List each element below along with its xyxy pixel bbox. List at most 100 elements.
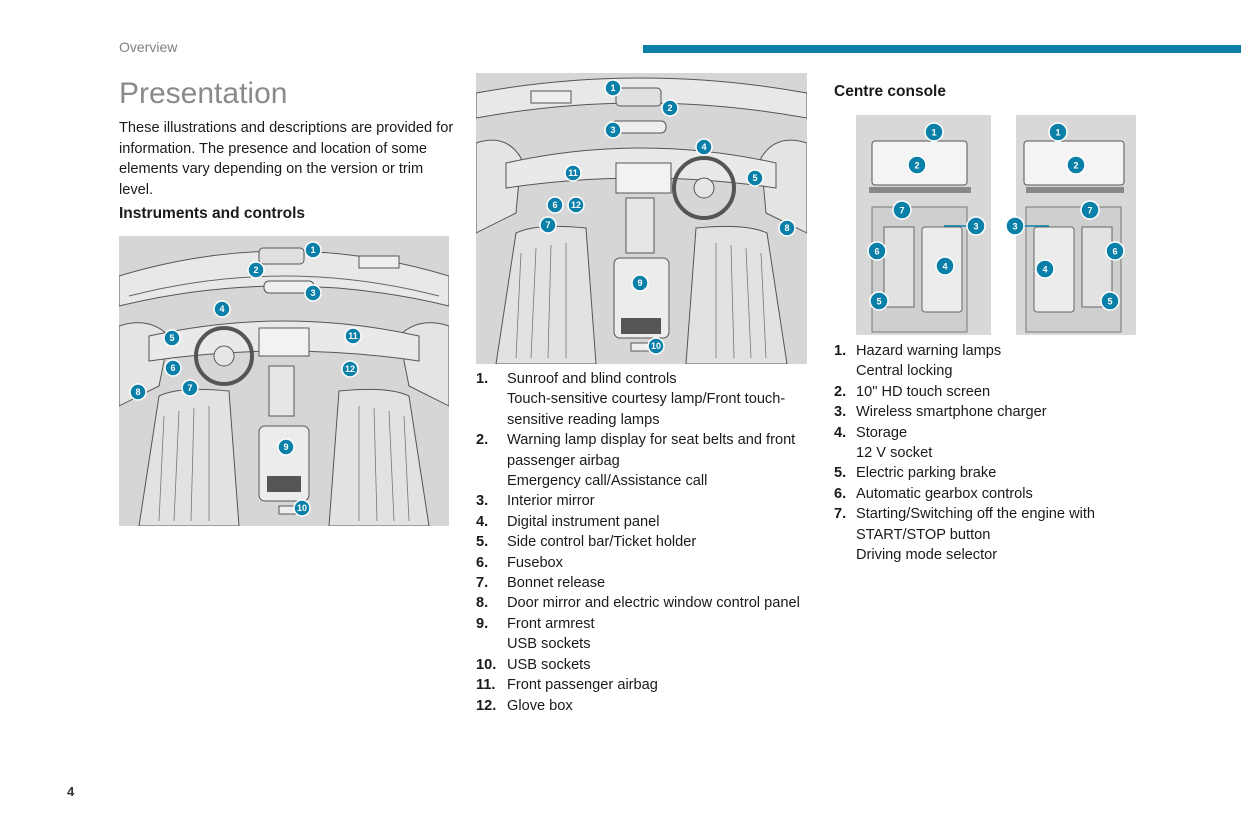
callout-markers: 1 2 3 4 5 6 7 8 9 10 11 12: [539, 79, 796, 355]
item-text: Interior mirror: [507, 493, 595, 510]
item-number: 5.: [476, 534, 489, 551]
item-number: 1.: [476, 371, 489, 387]
list-item: 8. Door mirror and electric window contro…: [476, 593, 821, 613]
item-number: 1.: [834, 343, 847, 359]
callout-11: 11: [568, 168, 578, 178]
list-item: 5. Electric parking brake: [834, 463, 1174, 483]
callout-12: 12: [571, 200, 581, 210]
item-number: 5.: [834, 465, 847, 482]
item-text: USB sockets: [507, 636, 591, 653]
list-item: 10. USB sockets: [476, 655, 821, 675]
dashboard-illustration-rhd: 1 2 3 4 5 6 7 8 9 10 11 12: [476, 73, 807, 364]
callout-5: 5: [169, 333, 174, 343]
item-text: Digital instrument panel: [507, 513, 660, 530]
callout-3a: 3: [973, 222, 978, 232]
item-text: 12 V socket: [856, 445, 933, 462]
callout-9: 9: [283, 442, 288, 452]
callout-8: 8: [135, 387, 140, 397]
callout-1a: 1: [931, 128, 936, 138]
list-item: 7.Starting/Switching off the engine with…: [834, 504, 1174, 565]
callout-6: 6: [552, 200, 557, 210]
item-number: 4.: [834, 424, 847, 441]
page-number: 4: [67, 784, 75, 799]
callout-4a: 4: [942, 262, 947, 272]
callout-4: 4: [701, 142, 706, 152]
item-text: Storage: [856, 424, 908, 441]
callout-6a: 6: [874, 247, 879, 257]
callout-1b: 1: [1055, 128, 1060, 138]
header-accent-bar: [643, 45, 1241, 53]
list-item: 4.Digital instrument panel: [476, 512, 821, 532]
item-number: 12.: [476, 697, 497, 714]
callout-7a: 7: [899, 206, 904, 216]
item-number: 7.: [834, 506, 847, 523]
item-number: 8.: [476, 595, 489, 612]
item-text: Warning lamp display for seat belts and …: [507, 432, 796, 469]
item-text: Central locking: [856, 363, 953, 380]
callout-3b: 3: [1012, 222, 1017, 232]
list-item: 12. Glove box: [476, 696, 821, 716]
callout-9: 9: [637, 278, 642, 288]
item-number: 6.: [834, 485, 847, 502]
list-item: 6. Automatic gearbox controls: [834, 484, 1174, 504]
item-text: Hazard warning lamps: [856, 343, 1002, 359]
list-item: 2. 10" HD touch screen: [834, 382, 1174, 402]
callout-5b: 5: [1107, 297, 1112, 307]
centre-console-heading: Centre console: [834, 83, 946, 100]
item-number: 10.: [476, 656, 497, 673]
item-number: 11.: [476, 677, 496, 694]
intro-paragraph: These illustrations and descriptions are…: [119, 120, 454, 198]
callout-12: 12: [345, 364, 355, 374]
item-text: Glove box: [507, 697, 573, 714]
item-number: 3.: [476, 493, 489, 510]
callout-7: 7: [545, 220, 550, 230]
item-text: Wireless smartphone charger: [856, 404, 1047, 421]
callout-5: 5: [752, 173, 757, 183]
callout-11: 11: [348, 331, 358, 341]
item-text: Driving mode selector: [856, 547, 998, 564]
item-number: 6.: [476, 554, 489, 571]
list-item: 11. Front passenger airbag: [476, 675, 821, 695]
section-label: Overview: [119, 39, 178, 55]
callout-7b: 7: [1087, 206, 1092, 216]
item-text: Emergency call/Assistance call: [507, 473, 708, 490]
list-item: 4. Storage 12 V socket: [834, 423, 1174, 464]
callout-3: 3: [310, 288, 315, 298]
callout-2: 2: [667, 103, 672, 113]
item-number: 2.: [834, 383, 847, 400]
callout-10: 10: [651, 341, 661, 351]
list-item: 7. Bonnet release: [476, 573, 821, 593]
item-text: Front passenger airbag: [507, 677, 658, 694]
callout-1: 1: [310, 245, 315, 255]
list-item: 6. Fusebox: [476, 553, 821, 573]
callout-markers: 1 1 2 2 3 3 4 4 5 5 6 6 7 7: [867, 122, 1125, 311]
item-text: Electric parking brake: [856, 465, 997, 482]
list-item: 3. Interior mirror: [476, 491, 821, 511]
callout-3: 3: [610, 125, 615, 135]
item-text: Bonnet release: [507, 575, 606, 592]
item-text: Side control bar/Ticket holder: [507, 534, 697, 551]
callout-4: 4: [219, 304, 224, 314]
item-number: 7.: [476, 575, 489, 592]
callout-4b: 4: [1042, 265, 1047, 275]
item-text: Door mirror and electric window control …: [507, 595, 800, 612]
callout-2a: 2: [914, 161, 919, 171]
callout-markers: 1 2 3 4 5 6 7 8 9 10 11 12: [129, 241, 362, 517]
list-item: 2. Warning lamp display for seat belts an…: [476, 430, 821, 491]
item-text: USB sockets: [507, 656, 591, 673]
item-text: Fusebox: [507, 554, 563, 571]
dashboard-illustration-lhd: 1 2 3 4 5 6 7 8 9 10 11 12: [119, 236, 449, 526]
callout-7: 7: [187, 383, 192, 393]
item-text: 10" HD touch screen: [856, 383, 991, 400]
item-number: 2.: [476, 432, 489, 449]
item-number: 3.: [834, 404, 847, 421]
centre-console-illustration: 1 1 2 2 3 3 4 4 5 5 6 6 7 7: [834, 115, 1159, 335]
item-number: 9.: [476, 615, 489, 632]
item-text: Automatic gearbox controls: [856, 485, 1033, 502]
callout-6b: 6: [1112, 247, 1117, 257]
callout-2b: 2: [1073, 161, 1078, 171]
